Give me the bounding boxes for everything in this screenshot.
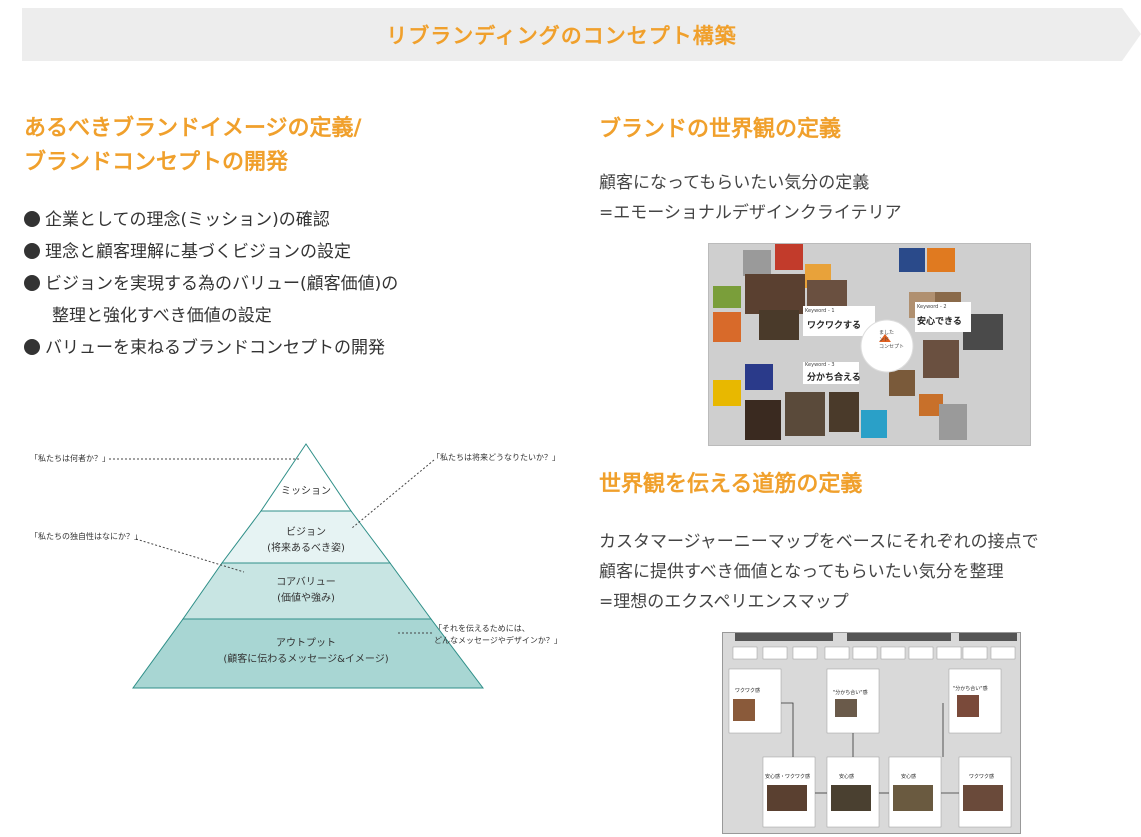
experience-map-graphic [723,633,1020,833]
callout-unique: 「私たちの独自性はなにか？」 [30,532,142,541]
bullet-dot-icon [24,339,40,355]
collage-center-label: ました ンド コンセプト [879,330,905,350]
left-heading: あるべきブランドイメージの定義/ ブランドコンセプトの開発 [24,112,362,180]
bullet-item: バリューを束ねるブランドコンセプトの開発 [24,332,398,364]
bullet-dot-icon [24,275,40,291]
path-text: カスタマージャーニーマップをベースにそれぞれの接点で 顧客に提供すべき価値となっ… [599,532,1039,612]
path-heading: 世界観を伝える道筋の定義 [599,472,863,497]
bullet-item: 理念と顧客理解に基づくビジョンの設定 [24,236,398,268]
worldview-heading: ブランドの世界観の定義 [599,117,842,142]
bullet-dot-icon [24,211,40,227]
bullet-item: 企業としての理念(ミッション)の確認 [24,204,398,236]
callout-line-unique [135,538,245,573]
bullet-item: ビジョンを実現する為のバリュー(顧客価値)の整理と強化すべき価値の設定 [24,268,398,332]
experience-map-image: ワクワク感 "分かち合い"感 "分かち合い"感 安心感・ワクワク感 安心感 安心… [722,632,1021,834]
callout-line-future [351,459,435,529]
pyramid-label-mission: ミッション [281,486,331,497]
callout-who: 「私たちは何者か？」 [30,454,110,463]
emotional-design-collage-image: Keyword - 1 ワクワクする Keyword - 2 安心できる Key… [708,243,1031,446]
worldview-text: 顧客になってもらいたい気分の定義 =エモーショナルデザインクライテリア [599,173,902,223]
bullet-dot-icon [24,243,40,259]
pyramid-level-mission [260,443,352,512]
bullet-list: 企業としての理念(ミッション)の確認 理念と顧客理解に基づくビジョンの設定 ビジ… [24,204,398,364]
pyramid-level-output [132,618,485,689]
left-heading-line1: あるべきブランドイメージの定義/ [24,116,362,141]
left-heading-line2: ブランドコンセプトの開発 [24,150,289,175]
callout-convey: 「それを伝えるためには、 どんなメッセージやデザインか？」 [434,624,562,645]
banner-title: リブランディングのコンセプト構築 [386,23,737,48]
pyramid-label-vision: ビジョン (将来あるべき姿) [267,527,345,554]
pyramid-label-core-value: コアバリュー (価値や強み) [276,577,336,604]
pyramid-label-output: アウトプット (顧客に伝わるメッセージ&イメージ) [223,638,389,665]
title-banner: リブランディングのコンセプト構築 [22,8,1141,61]
callout-future: 「私たちは将来どうなりたいか？」 [432,453,560,462]
collage-graphic [709,244,1030,445]
